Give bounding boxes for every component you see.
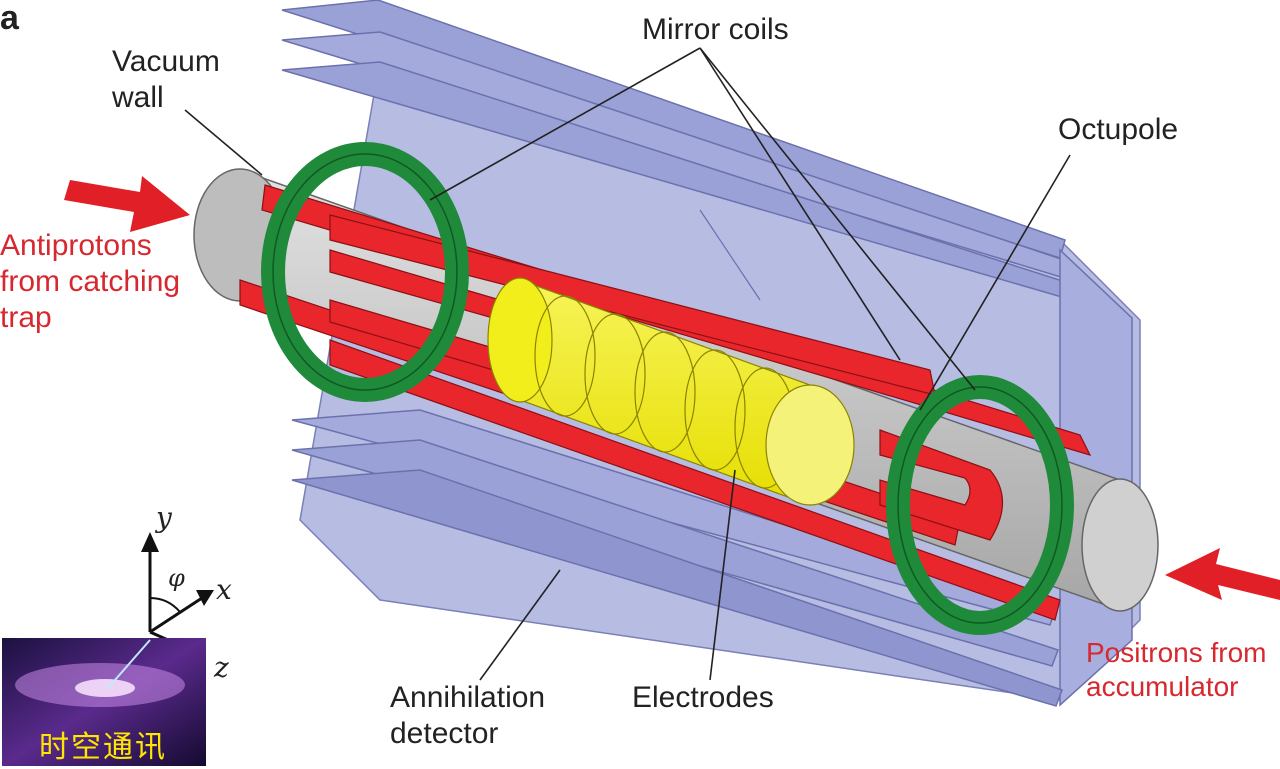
watermark-text: 时空通讯 (39, 730, 167, 765)
leader-vacuum-wall (184, 109, 263, 176)
y-axis-label: y (156, 501, 172, 534)
antiprotons-label: Antiprotons from catching trap (0, 228, 180, 336)
electrode-stack (487, 277, 855, 506)
positron-arrow (1165, 548, 1280, 600)
x-axis-label: x (216, 573, 232, 606)
mirror-coil-right-edge (897, 386, 1063, 624)
electrode-ring-4 (684, 349, 746, 471)
annihilation-detector-label-line-2: detector (390, 717, 499, 750)
antiprotons-label-line-1: Antiprotons (0, 229, 152, 262)
annihilation-detector-label: Annihilation detector (390, 680, 545, 752)
phi-label: φ (168, 564, 185, 592)
electrode-ring-2 (584, 313, 646, 435)
vacuum-tube-right-end (1081, 478, 1159, 612)
leader-electrodes (709, 469, 736, 681)
y-axis-arrowhead (141, 532, 159, 552)
injection-arrows (64, 176, 1280, 600)
electrode-ring-1 (534, 295, 596, 417)
electrode-end-ring (765, 384, 855, 506)
mirror-coils-label: Mirror coils (642, 13, 789, 46)
x-axis-arrowhead (196, 590, 214, 606)
antiprotons-label-line-3: trap (0, 301, 52, 334)
antiproton-arrow (64, 176, 190, 232)
leader-mirror-coil-right (699, 47, 976, 391)
detector-edge-line (699, 209, 761, 301)
badge-galaxy-core (75, 679, 135, 697)
badge-light-beam (107, 639, 151, 689)
annihilation-detector-label-line-1: Annihilation (390, 681, 546, 714)
z-axis-label: z (214, 651, 229, 684)
electrode-front-ring (487, 277, 553, 403)
positrons-label-line-1: Positrons from (1086, 637, 1267, 668)
x-axis-line (149, 596, 203, 634)
phi-arc (149, 597, 181, 613)
panel-label: a (0, 0, 19, 37)
leader-mirror-coil-left (429, 47, 701, 201)
positrons-label-line-2: accumulator (1086, 671, 1239, 702)
mirror-coil-left-edge (272, 153, 458, 391)
detector-plate-bottom-3 (291, 469, 1063, 707)
antiprotons-label-line-2: from catching (0, 265, 181, 298)
mirror-coils-shape (261, 142, 1074, 635)
leader-lines (184, 47, 1071, 681)
vacuum-wall-label-line-2: wall (112, 81, 164, 114)
watermark-badge: 时空通讯 (0, 638, 206, 766)
leader-annihilation-detector (479, 569, 561, 681)
leader-octupole (919, 154, 1071, 411)
octupole-bar-4 (329, 339, 1061, 621)
electrode-ring-3 (634, 331, 696, 453)
electrodes-label: Electrodes (632, 681, 774, 714)
vacuum-wall-label: Vacuum wall (112, 44, 220, 116)
leader-electrodes-top (699, 47, 901, 361)
watermark-badge-art (2, 638, 206, 766)
octupole-label: Octupole (1058, 113, 1179, 146)
vacuum-wall-label-line-1: Vacuum (112, 45, 220, 78)
positrons-label: Positrons from accumulator (1086, 636, 1267, 704)
